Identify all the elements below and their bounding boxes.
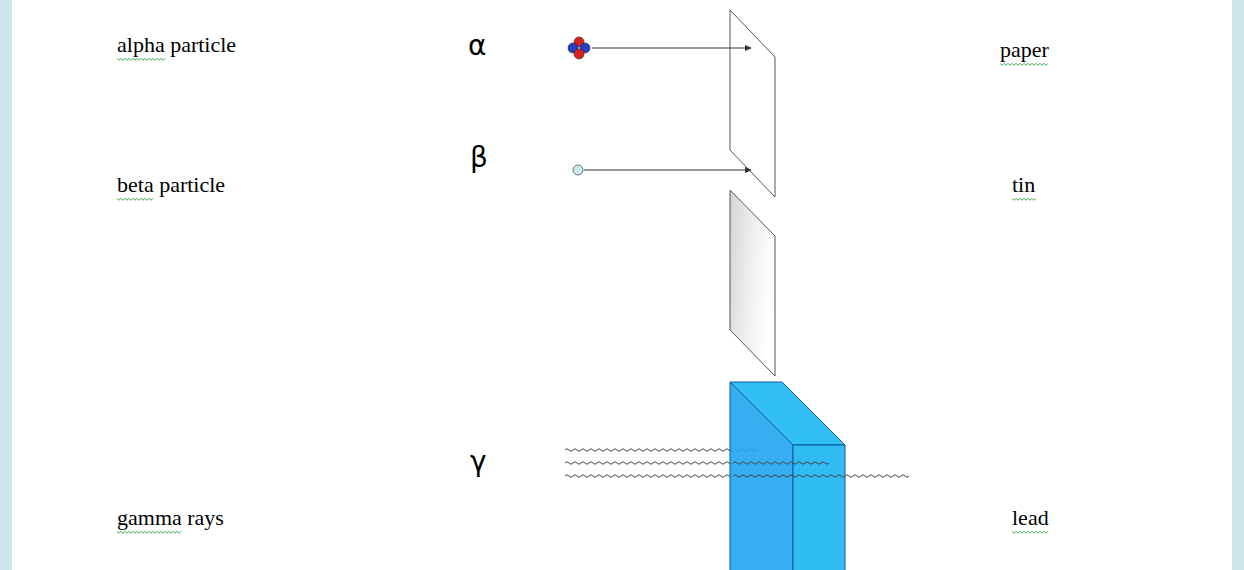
paper-sheet xyxy=(730,10,775,197)
alpha-particle xyxy=(568,37,590,59)
spellcheck-squiggle xyxy=(1012,198,1036,200)
label-text: paper xyxy=(1000,37,1049,62)
background-panel xyxy=(12,0,1232,570)
greek-symbol: β xyxy=(470,142,488,174)
greek-symbol: α xyxy=(468,30,486,62)
beta-path xyxy=(584,170,748,171)
spellcheck-squiggle xyxy=(117,198,153,200)
spellcheck-squiggle xyxy=(117,531,181,533)
spellcheck-squiggle xyxy=(1000,63,1048,65)
gamma-wave xyxy=(733,475,909,478)
label-text: alpha particle xyxy=(117,32,236,57)
label-text: beta particle xyxy=(117,172,225,197)
alpha-path xyxy=(592,48,748,49)
arrowhead xyxy=(745,167,752,173)
beta-particle xyxy=(573,165,583,175)
tin-sheet xyxy=(730,190,775,376)
gamma-wave xyxy=(733,462,829,465)
arrowhead xyxy=(745,45,752,51)
label-text: lead xyxy=(1012,505,1049,530)
label-text: tin xyxy=(1012,172,1035,197)
spellcheck-squiggle xyxy=(117,58,165,60)
gamma-wave xyxy=(565,475,733,478)
lead-block xyxy=(730,382,845,570)
label-text: gamma rays xyxy=(117,505,224,530)
spellcheck-squiggle xyxy=(1012,531,1048,533)
greek-symbol: γ xyxy=(470,446,487,478)
gamma-wave xyxy=(565,449,757,452)
gamma-wave xyxy=(565,462,733,465)
